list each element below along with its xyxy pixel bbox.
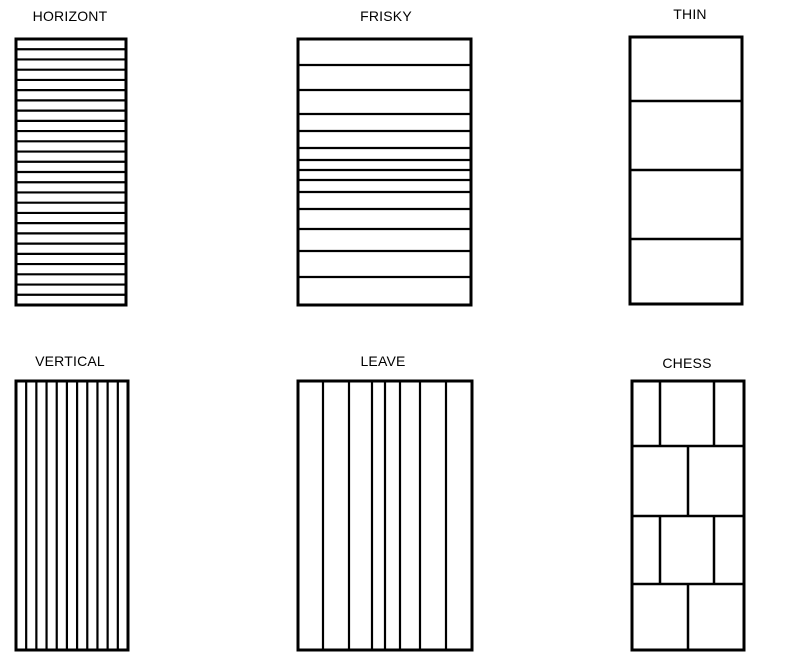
panel-vertical <box>14 379 130 652</box>
panel-title-thin: THIN <box>673 6 707 22</box>
panel-title-leave: LEAVE <box>360 353 406 369</box>
panel-title-chess: CHESS <box>662 355 712 371</box>
panel-title-horizont: HORIZONT <box>32 8 108 24</box>
panel-title-frisky: FRISKY <box>360 8 412 24</box>
panel-thin <box>628 35 744 306</box>
panel-chess <box>630 379 746 652</box>
panel-leave <box>296 379 474 652</box>
panel-horizont <box>14 37 128 307</box>
panel-title-vertical: VERTICAL <box>35 353 105 369</box>
panel-frame <box>296 37 473 307</box>
panel-frisky <box>296 37 473 307</box>
panel-frame <box>14 379 130 652</box>
